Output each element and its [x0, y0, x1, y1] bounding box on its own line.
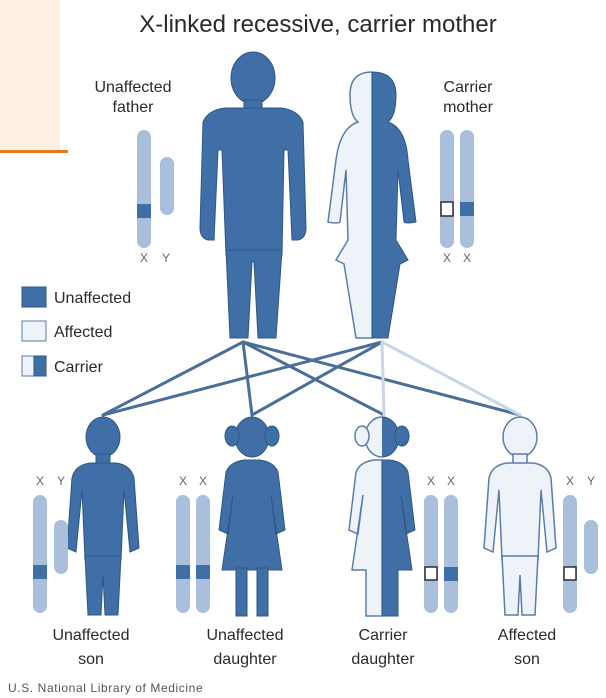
mother-label-line1: Carrier: [444, 79, 494, 96]
legend-swatch-unaffected: [22, 287, 46, 307]
father-figure: [200, 52, 306, 338]
daughter1-chrom-label-2: X: [199, 474, 207, 488]
mother-label-line2: mother: [443, 99, 493, 116]
legend-label-unaffected: Unaffected: [54, 290, 131, 307]
child-unaffected-daughter: X X: [176, 417, 285, 616]
child1-label-line2: son: [78, 651, 104, 668]
line-father-son1: [103, 342, 243, 415]
mother-chrom-label-2: X: [463, 251, 471, 265]
son2-chrom-label-x: X: [566, 474, 574, 488]
daughter1-x-chromosome-2: [196, 495, 210, 613]
daughter1-chrom-label-1: X: [179, 474, 187, 488]
legend-label-affected: Affected: [54, 324, 112, 341]
line-mother-son2: [382, 342, 520, 415]
father-chrom-label-x: X: [140, 251, 148, 265]
legend-swatch-affected: [22, 321, 46, 341]
line-mother-son1: [103, 342, 382, 415]
child2-label-line2: daughter: [213, 651, 277, 668]
child3-label-line2: daughter: [351, 651, 415, 668]
mother-x-chromosome-2: [460, 130, 474, 248]
father-label-line1: Unaffected: [94, 79, 171, 96]
child-unaffected-son: X Y: [33, 417, 139, 615]
diagram-title: X-linked recessive, carrier mother: [139, 11, 496, 38]
father-y-chromosome: [160, 157, 174, 215]
child4-label-line2: son: [514, 651, 540, 668]
son2-y-chromosome: [584, 520, 598, 574]
son1-y-chromosome: [54, 520, 68, 574]
line-mother-daughter2: [382, 342, 384, 415]
child1-label-line1: Unaffected: [52, 627, 129, 644]
legend-swatch-carrier-right: [34, 356, 46, 376]
child4-label-line1: Affected: [498, 627, 556, 644]
child3-label-line1: Carrier: [359, 627, 409, 644]
father-x-chromosome: [137, 130, 151, 248]
source-credit: U.S. National Library of Medicine: [8, 681, 203, 695]
mother-figure: [328, 72, 416, 338]
mother-chromosomes: X X: [440, 130, 474, 265]
child-carrier-daughter: X X: [349, 417, 458, 616]
son2-x-chromosome: [563, 495, 577, 613]
legend-label-carrier: Carrier: [54, 359, 104, 376]
daughter2-chrom-label-2: X: [447, 474, 455, 488]
father-label-line2: father: [113, 99, 155, 116]
son1-chrom-label-x: X: [36, 474, 44, 488]
mother-x-chromosome-1: [440, 130, 454, 248]
father-chrom-label-y: Y: [162, 251, 170, 265]
child2-label-line1: Unaffected: [206, 627, 283, 644]
legend: Unaffected Affected Carrier: [22, 287, 131, 376]
inheritance-lines: [103, 342, 520, 415]
father-chromosomes: X Y: [137, 130, 174, 265]
son1-chrom-label-y: Y: [57, 474, 65, 488]
child-affected-son: X Y: [484, 417, 598, 615]
daughter2-chrom-label-1: X: [427, 474, 435, 488]
son1-x-chromosome: [33, 495, 47, 613]
legend-swatch-carrier-left: [22, 356, 34, 376]
daughter2-x-chromosome-1: [424, 495, 438, 613]
daughter2-x-chromosome-2: [444, 495, 458, 613]
son2-chrom-label-y: Y: [587, 474, 595, 488]
mother-chrom-label-1: X: [443, 251, 451, 265]
daughter1-x-chromosome-1: [176, 495, 190, 613]
